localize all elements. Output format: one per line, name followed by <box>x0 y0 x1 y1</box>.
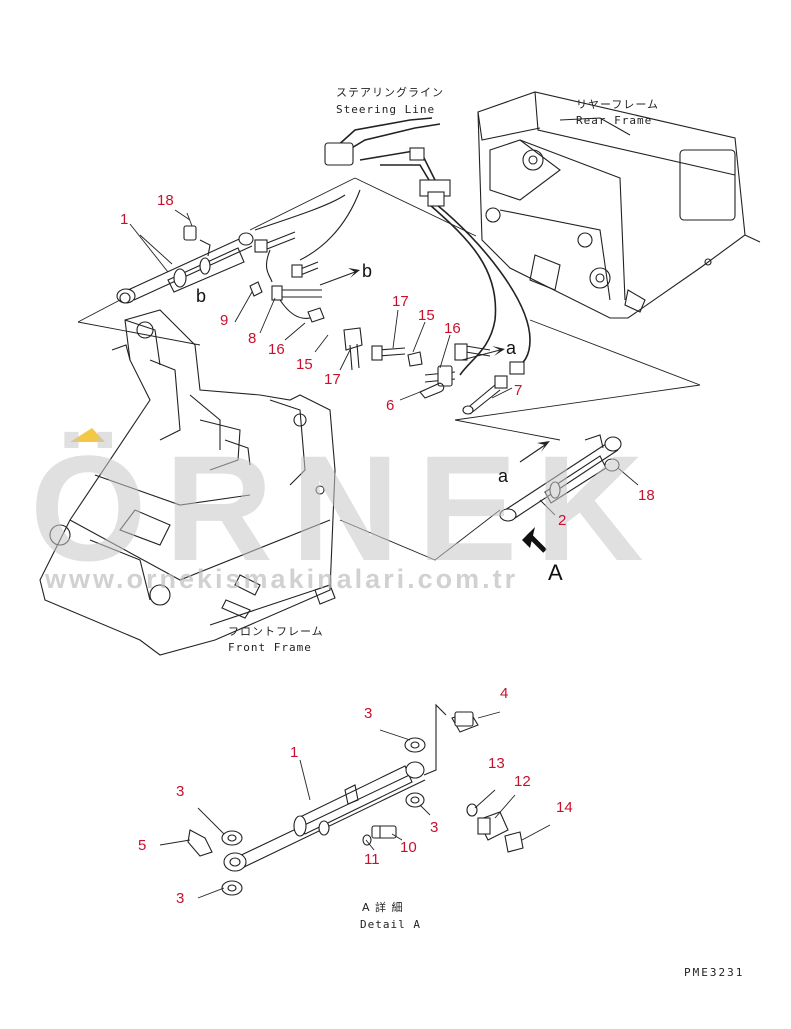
steering-cylinder-right <box>499 434 622 522</box>
callout-18-right: 18 <box>638 487 655 504</box>
callout-12: 12 <box>514 773 531 790</box>
direction-arrows <box>319 268 550 553</box>
rear-frame-label-jp: リヤーフレーム <box>576 98 659 111</box>
labels: ステアリングライン Steering Line リヤーフレーム Rear Fra… <box>228 85 744 979</box>
rear-frame-label-en: Rear Frame <box>576 114 652 127</box>
detail-a-label-jp: A 詳 細 <box>362 900 404 914</box>
callout-3-left: 3 <box>176 783 184 800</box>
fittings-middle <box>343 327 525 415</box>
callout-15-left: 15 <box>296 356 313 373</box>
steering-line-label-jp: ステアリングライン <box>336 85 444 99</box>
letter-b-left: b <box>196 286 206 306</box>
reference-letters: b b a a A <box>196 261 563 585</box>
callout-16-left: 16 <box>268 341 285 358</box>
callout-10: 10 <box>400 839 417 856</box>
callout-11: 11 <box>364 851 380 868</box>
steering-line-label-en: Steering Line <box>336 103 435 116</box>
callout-3-mid: 3 <box>430 819 438 836</box>
callout-16-mid: 16 <box>444 320 461 337</box>
watermark: ÖRNEK www.ornekismakinalari.com.tr <box>30 424 662 594</box>
reference-lines <box>77 177 701 561</box>
callout-1-detail: 1 <box>290 744 298 761</box>
watermark-accent-icon <box>70 428 105 442</box>
callout-8: 8 <box>248 330 256 347</box>
front-frame-label-jp: フロントフレーム <box>228 625 324 638</box>
callout-17-left: 17 <box>324 371 341 388</box>
callout-3-bottom: 3 <box>176 890 184 907</box>
steering-cylinder-top-left <box>116 209 254 304</box>
callout-6: 6 <box>386 397 394 414</box>
fittings-top <box>249 189 361 323</box>
steering-line-hoses <box>324 117 531 376</box>
callout-18-top: 18 <box>157 192 174 209</box>
callout-3-top: 3 <box>364 705 372 722</box>
callout-4: 4 <box>500 685 508 702</box>
drawing-code: PME3231 <box>684 966 744 979</box>
detail-a-label-en: Detail A <box>360 918 421 931</box>
front-frame <box>39 292 336 656</box>
callout-1-top: 1 <box>120 211 128 228</box>
front-frame-label-en: Front Frame <box>228 641 312 654</box>
callout-5: 5 <box>138 837 146 854</box>
callouts: 1 18 9 8 16 15 17 17 15 16 6 7 18 2 3 4 … <box>120 192 655 907</box>
callout-15-mid: 15 <box>418 307 435 324</box>
watermark-url: www.ornekismakinalari.com.tr <box>44 564 518 594</box>
leader-lines <box>129 212 639 899</box>
watermark-brand: ÖRNEK <box>30 424 662 592</box>
callout-14: 14 <box>556 799 573 816</box>
letter-a-mid: a <box>498 466 509 486</box>
rear-frame <box>477 91 761 319</box>
callout-2: 2 <box>558 512 566 529</box>
callout-13: 13 <box>488 755 505 772</box>
callout-7: 7 <box>514 382 522 399</box>
letter-A-view: A <box>548 560 563 585</box>
callout-17-mid: 17 <box>392 293 409 310</box>
letter-a-top: a <box>506 338 517 358</box>
letter-b-top: b <box>362 261 372 281</box>
detail-a-cylinder <box>187 703 524 896</box>
callout-9: 9 <box>220 312 228 329</box>
